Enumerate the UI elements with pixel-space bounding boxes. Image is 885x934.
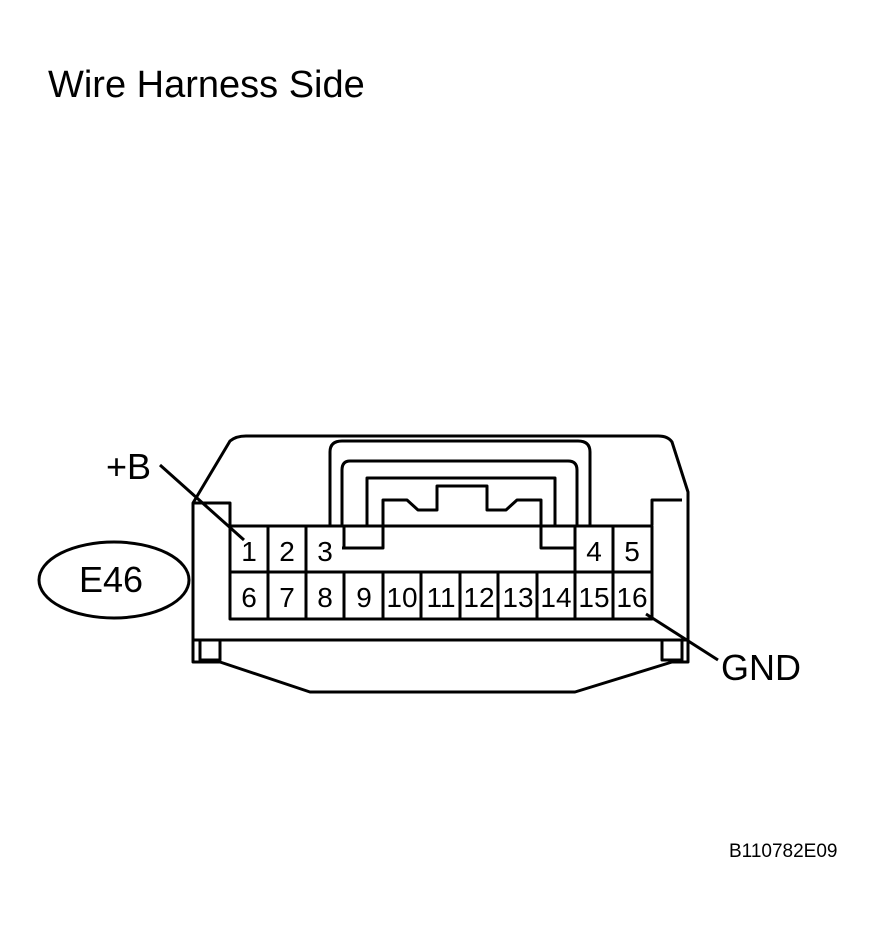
housing-left-notch (193, 501, 232, 525)
pin-5: 5 (624, 536, 640, 567)
lock-latch-outer (328, 439, 592, 526)
callout-leader-gnd (645, 612, 719, 662)
pin-8: 8 (317, 582, 333, 613)
pin-10: 10 (386, 582, 417, 613)
lock-window (365, 476, 557, 526)
pin-4: 4 (586, 536, 602, 567)
pin-2: 2 (279, 536, 295, 567)
pin-6: 6 (241, 582, 257, 613)
housing-right-tab (660, 640, 684, 662)
callout-label-b: +B (106, 446, 151, 487)
pin-13: 13 (502, 582, 533, 613)
pin-12: 12 (463, 582, 494, 613)
lock-latch-inner (340, 459, 579, 526)
pin-14: 14 (540, 582, 571, 613)
connector-id: E46 (79, 559, 143, 600)
pin-16: 16 (616, 582, 647, 613)
housing-right-notch (650, 498, 682, 525)
pin-3: 3 (317, 536, 333, 567)
pin-11: 11 (426, 582, 455, 613)
pin-9: 9 (356, 582, 372, 613)
pin-1: 1 (241, 536, 257, 567)
callout-label-gnd: GND (721, 647, 801, 688)
pin-7: 7 (279, 582, 295, 613)
connector-id-oval (37, 540, 191, 620)
connector-housing-outline (191, 434, 690, 694)
pin-15: 15 (578, 582, 609, 613)
lock-tab (342, 484, 575, 550)
housing-left-tab (198, 640, 222, 662)
diagram-title: Wire Harness Side (48, 64, 365, 106)
callout-leader-b (159, 463, 245, 542)
reference-code: B110782E09 (729, 841, 838, 862)
